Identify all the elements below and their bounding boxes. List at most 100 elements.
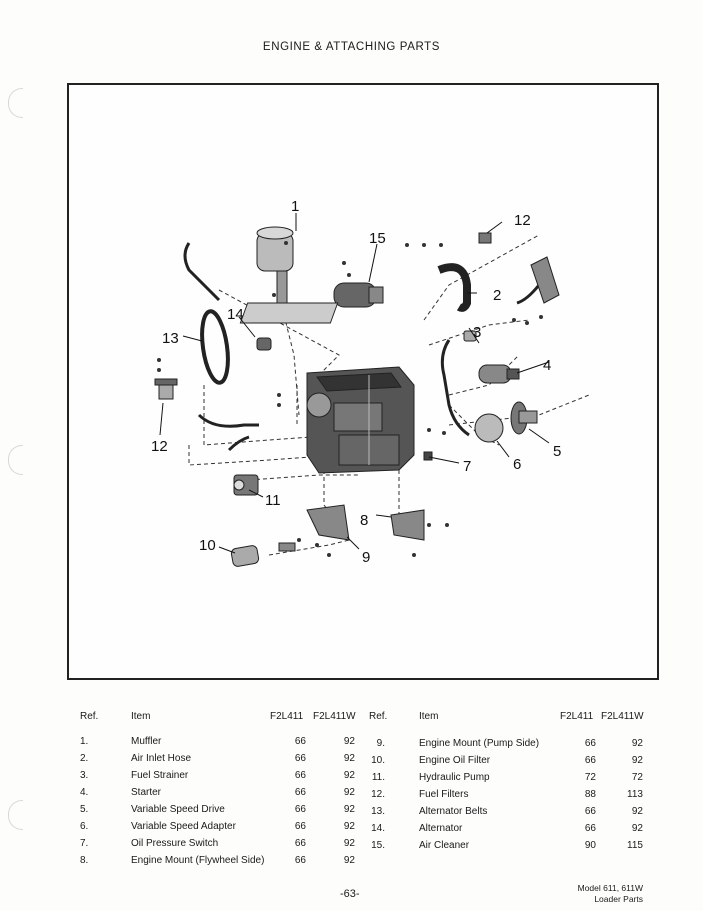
row-f2l411w: 92 (343, 804, 355, 815)
row-item: Air Cleaner (419, 840, 470, 851)
row-item: Engine Mount (Flywheel Side) (131, 855, 265, 866)
engine-block-drawing (306, 366, 415, 474)
callout-11: 11 (265, 492, 281, 509)
callout-13: 13 (162, 330, 179, 347)
row-f2l411: 72 (584, 772, 596, 783)
row-f2l411: 90 (584, 840, 596, 851)
row-item: Oil Pressure Switch (131, 838, 219, 849)
alternator-belts-drawing (200, 309, 230, 385)
row-f2l411: 66 (294, 753, 306, 764)
row-item: Hydraulic Pump (419, 772, 490, 783)
right-ref-header: Ref. (369, 711, 388, 722)
air-inlet-hose-drawing (437, 263, 471, 312)
row-ref: 4. (80, 787, 89, 798)
row-f2l411w: 92 (343, 753, 355, 764)
left-f2l411-header: F2L411 (270, 711, 304, 722)
row-f2l411w: 92 (343, 770, 355, 781)
left-f2l411w-header: F2L411W (313, 711, 356, 722)
callout-10: 10 (199, 537, 216, 554)
row-item: Starter (131, 787, 162, 798)
row-f2l411w: 72 (631, 772, 643, 783)
binding-hole-mark (8, 800, 23, 830)
engine-oil-filter-drawing (230, 542, 296, 567)
callout-12-top: 12 (514, 212, 531, 229)
row-f2l411: 66 (294, 838, 306, 849)
row-ref: 10. (371, 755, 385, 766)
row-ref: 11. (371, 772, 385, 783)
engine-diagram-drawing: 1 2 3 4 5 6 7 8 9 10 11 12 12 13 14 15 (151, 198, 590, 567)
row-item: Muffler (131, 736, 162, 747)
row-ref: 13. (371, 806, 385, 817)
row-f2l411w: 92 (343, 736, 355, 747)
row-ref: 14. (371, 823, 385, 834)
row-ref: 7. (80, 838, 89, 849)
callout-15: 15 (369, 230, 386, 247)
variable-speed-drive-drawing (510, 401, 538, 435)
left-ref-header: Ref. (80, 711, 99, 722)
row-ref: 15. (371, 840, 385, 851)
row-f2l411: 66 (294, 787, 306, 798)
callout-3: 3 (473, 324, 481, 341)
engine-mount-flywheel-side-drawing (390, 509, 425, 541)
row-f2l411w: 92 (343, 855, 355, 866)
callout-14: 14 (227, 306, 244, 323)
row-ref: 5. (80, 804, 89, 815)
row-f2l411w: 113 (627, 789, 643, 800)
callout-12-left: 12 (151, 438, 168, 455)
row-f2l411: 66 (294, 855, 306, 866)
right-f2l411-header: F2L411 (560, 711, 594, 722)
callout-7: 7 (463, 458, 471, 475)
row-item: Variable Speed Adapter (131, 821, 236, 832)
row-f2l411: 66 (584, 806, 596, 817)
row-ref: 8. (80, 855, 89, 866)
row-f2l411: 66 (294, 821, 306, 832)
model-line: Model 611, 611W (577, 883, 643, 893)
row-f2l411w: 115 (627, 840, 643, 851)
callout-9: 9 (362, 549, 370, 566)
row-f2l411w: 92 (631, 806, 643, 817)
model-label: Model 611, 611W Loader Parts (578, 883, 643, 905)
row-item: Fuel Strainer (131, 770, 189, 781)
row-f2l411: 66 (294, 736, 306, 747)
row-ref: 2. (80, 753, 89, 764)
fuel-filter-bracket-drawing (478, 232, 560, 304)
row-f2l411w: 92 (343, 821, 355, 832)
row-ref: 12. (371, 789, 385, 800)
row-f2l411: 66 (584, 823, 596, 834)
engine-mount-pump-side-drawing (306, 504, 350, 541)
page-number: -63- (340, 888, 360, 900)
variable-speed-adapter-drawing (474, 413, 504, 443)
air-cleaner-drawing (239, 282, 384, 324)
fuel-filter-drawing (154, 378, 178, 400)
oil-pressure-switch-drawing (423, 451, 433, 461)
binding-hole-mark (8, 88, 23, 118)
right-f2l411w-header: F2L411W (601, 711, 644, 722)
row-f2l411: 66 (294, 770, 306, 781)
binding-hole-mark (8, 445, 23, 475)
row-ref: 3. (80, 770, 89, 781)
row-f2l411w: 92 (343, 838, 355, 849)
row-item: Air Inlet Hose (131, 753, 192, 764)
callout-2: 2 (493, 287, 501, 304)
row-ref: 6. (80, 821, 89, 832)
row-f2l411: 66 (584, 738, 596, 749)
row-f2l411: 66 (584, 755, 596, 766)
row-f2l411w: 92 (631, 755, 643, 766)
callout-4: 4 (543, 357, 551, 374)
row-f2l411w: 92 (343, 787, 355, 798)
right-item-header: Item (419, 711, 439, 722)
callout-5: 5 (553, 443, 561, 460)
row-item: Engine Oil Filter (419, 755, 491, 766)
row-ref: 1. (80, 736, 89, 747)
starter-drawing (478, 364, 520, 384)
row-item: Variable Speed Drive (131, 804, 225, 815)
row-f2l411w: 92 (631, 823, 643, 834)
row-f2l411: 66 (294, 804, 306, 815)
row-item: Alternator (419, 823, 463, 834)
row-f2l411w: 92 (631, 738, 643, 749)
page-title: ENGINE & ATTACHING PARTS (262, 41, 441, 53)
row-item: Alternator Belts (419, 806, 488, 817)
left-item-header: Item (131, 711, 151, 722)
row-item: Engine Mount (Pump Side) (419, 738, 540, 749)
callout-1: 1 (291, 198, 299, 215)
